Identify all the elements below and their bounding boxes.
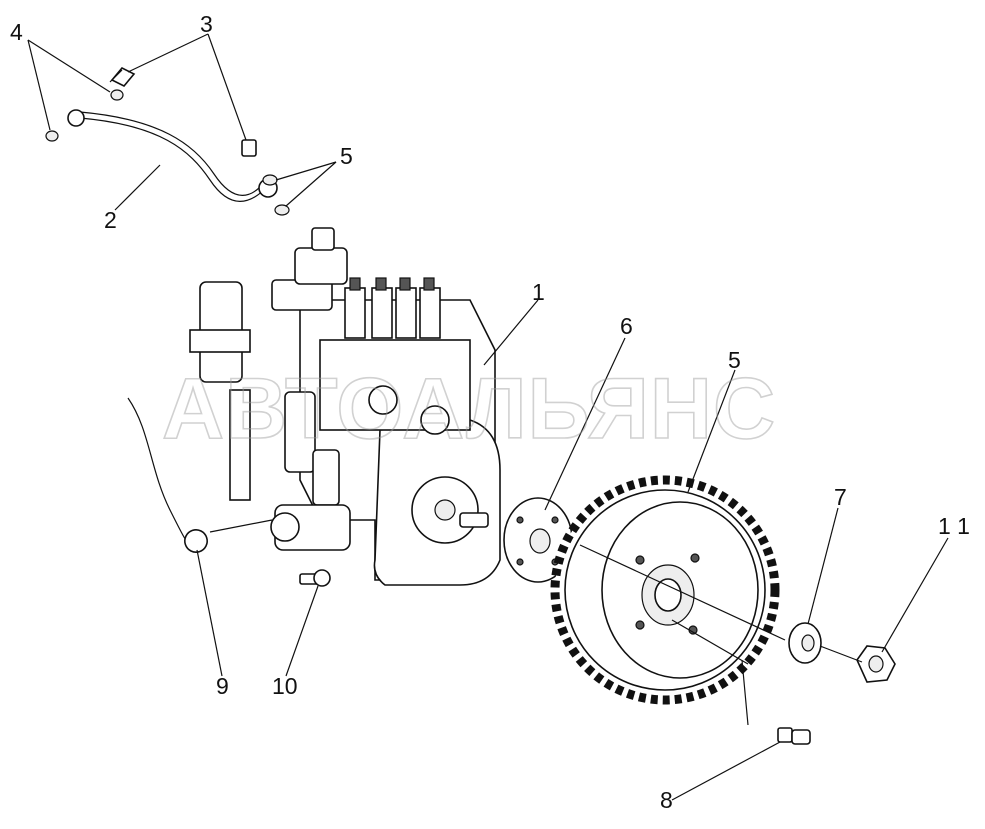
callout-label: 3 <box>200 11 213 37</box>
part-nut-11 <box>856 645 896 683</box>
callout-label: 1 1 <box>938 513 970 539</box>
leader-lines <box>27 33 949 801</box>
part-banjo-bolt-top <box>109 67 136 87</box>
callout-label: 1 <box>532 279 545 305</box>
part-drive-gear <box>550 475 780 705</box>
part-washer-7 <box>788 622 822 664</box>
part-banjo-bolt-mid <box>241 139 257 157</box>
callout-label: 7 <box>834 484 847 510</box>
callout-label: 4 <box>10 19 23 45</box>
part-sensor-cable <box>127 397 208 553</box>
part-banjo-fitting <box>299 569 331 587</box>
watermark-text: АВТОАЛЬЯНС <box>162 361 776 457</box>
callout-label: 6 <box>620 313 633 339</box>
callout-label: 9 <box>216 673 229 699</box>
callout-label: 5 <box>728 347 741 373</box>
part-fuel-line <box>67 109 278 202</box>
callout-label: 2 <box>104 207 117 233</box>
part-bolt-8 <box>777 727 811 745</box>
callout-label: 8 <box>660 787 673 813</box>
part-injection-pump <box>189 227 501 586</box>
callout-label: 10 <box>272 673 298 699</box>
callout-label: 5 <box>340 143 353 169</box>
part-washers <box>45 89 290 216</box>
